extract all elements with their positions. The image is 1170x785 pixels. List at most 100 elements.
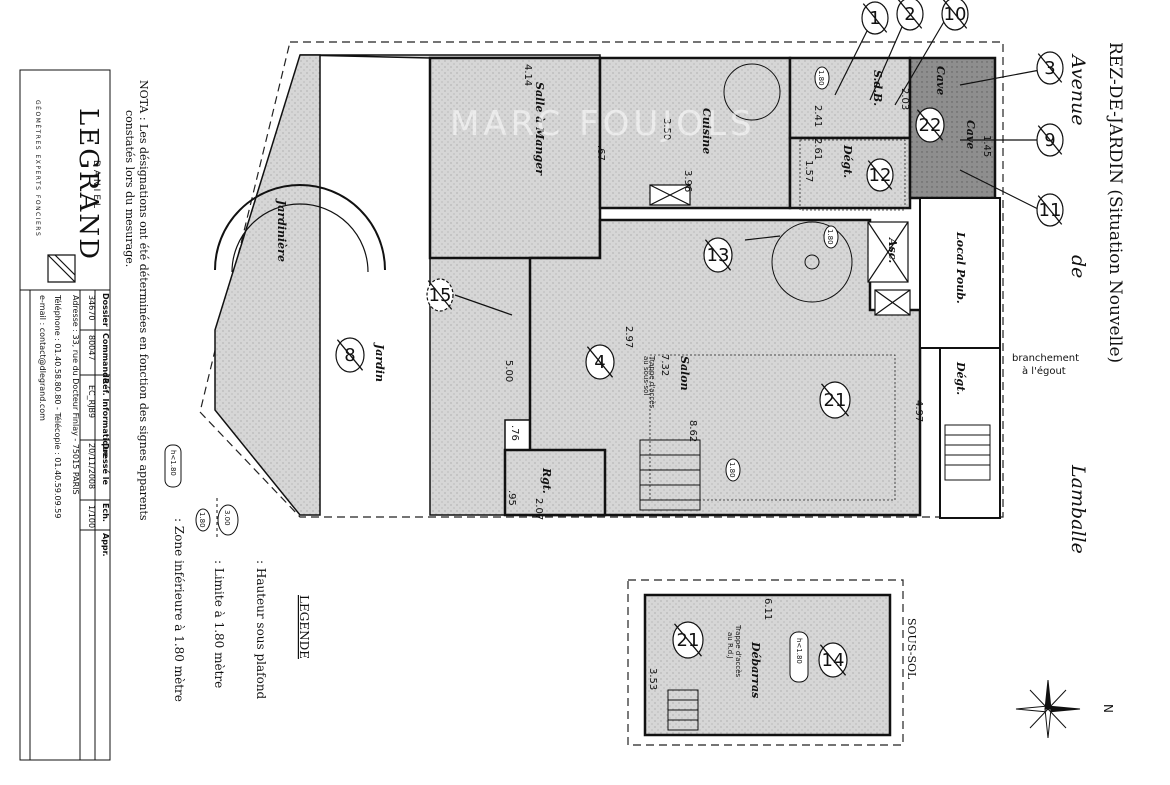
legend-symbol-zone: h<1.80 <box>169 450 177 476</box>
tag-1-80-sdb: 1.80 <box>817 70 825 86</box>
branchement-label-2: à l'égout <box>1022 365 1066 377</box>
room-label-degt-2: Dégt. <box>954 361 967 395</box>
zone-mark-sous-sol: h<1.80 <box>795 638 803 664</box>
marker-strike <box>1037 53 1063 83</box>
spiral-stair-1-core <box>804 254 820 270</box>
tb-phone: Téléphone : 01.40.58.80.80 - Télécopie :… <box>53 294 63 518</box>
trappe-note-1b: au sous-sol <box>642 356 650 395</box>
room-label-jardin: Jardin <box>373 342 386 382</box>
spiral-stair-2 <box>723 63 781 121</box>
trappe-note-2b: au R.d.J <box>726 632 734 659</box>
tag-1-80-stair: 1.80 <box>826 229 834 245</box>
dim-76: .76 <box>509 425 520 441</box>
dim-8-62: 8.62 <box>687 420 698 442</box>
street-name-3: Lamballe <box>1067 464 1089 554</box>
dim-2-07: 2.07 <box>533 498 544 520</box>
dim-6-11: 6.11 <box>762 598 773 620</box>
limit-line-degt <box>799 139 906 211</box>
room-labels: Cave Cave S.d.B. Cuisine Dégt. Salle à M… <box>275 66 977 698</box>
title-block: DANIEL LEGRAND GÉOMÈTRES EXPERTS FONCIER… <box>19 69 111 761</box>
room-label-salon: Salon <box>678 356 691 391</box>
dim-4-14: 4.14 <box>522 64 533 86</box>
tb-value-commande: 80047 <box>87 335 96 360</box>
rgt-room <box>503 448 607 517</box>
marker-strike <box>916 109 944 141</box>
dim-2-97: 2.97 <box>623 326 634 348</box>
room-label-rgt: Rgt. <box>540 467 553 494</box>
stair-block-2 <box>944 424 991 481</box>
marker-strike <box>674 623 702 657</box>
marker-strike <box>586 346 614 378</box>
room-label-local-poub: Local Poub. <box>954 231 967 304</box>
tag-1-80-salon: 1.80 <box>728 462 736 478</box>
sdb-room <box>788 56 912 140</box>
tb-value-date: 20/11/2008 <box>87 443 96 489</box>
branchement-label-1: branchement <box>1012 353 1079 364</box>
limit-line-salon <box>649 354 896 501</box>
leader-lines <box>454 19 1041 316</box>
room-label-debarras: Débarras <box>749 641 762 698</box>
note-line-2: constatés lors du mesurage. <box>123 110 136 267</box>
legend-hauteur: : Hauteur sous plafond <box>254 560 268 700</box>
degt-entry-area <box>939 347 1001 519</box>
tb-header-ref: Réf. Informatique <box>101 378 111 458</box>
room-label-jardiniere: Jardinière <box>275 198 288 262</box>
note-line-1: NOTA : Les désignations ont été détermin… <box>137 80 150 521</box>
dim-5-00: 5.00 <box>503 360 514 382</box>
tb-value-ech: 1/100 <box>87 505 96 528</box>
street-name-2: de <box>1067 255 1089 278</box>
north-arrow <box>1015 679 1081 739</box>
legend-symbol-limite: 1.80 <box>198 512 206 528</box>
marker-strike <box>1037 125 1063 155</box>
dim-2-41: 2.41 <box>812 105 823 127</box>
marker-strike <box>867 160 893 190</box>
company-logo: LEGRAND <box>73 108 103 261</box>
company-tagline: GÉOMÈTRES EXPERTS FONCIERS <box>34 100 42 237</box>
marker-strike <box>427 280 453 310</box>
dim-4-97: 4.97 <box>913 400 924 422</box>
tb-header-ech: Ech. <box>101 503 110 522</box>
dim-3-53: 3.53 <box>647 668 658 690</box>
dimensions: 4.14 .67 3.50 3.96 2.41 2.61 1.57 2.03 1… <box>503 64 992 690</box>
trappe-note-1a: Trappe d'accès <box>648 355 656 408</box>
legend-symbol-hauteur: 3.00 <box>223 510 231 526</box>
north-label: N <box>1101 704 1115 713</box>
tb-header-date: Dressé le <box>101 443 111 485</box>
dim-2-61: 2.61 <box>812 138 823 160</box>
marker-strike <box>1037 195 1063 225</box>
sous-sol-boundary <box>627 579 904 746</box>
marker-strike <box>336 339 364 371</box>
marker-strike <box>704 239 732 271</box>
dim-1-57: 1.57 <box>803 160 814 182</box>
dim-3-50: 3.50 <box>661 118 672 140</box>
level-title: REZ-DE-JARDIN (Situation Nouvelle) <box>1105 42 1125 363</box>
legend-title: LEGENDE <box>297 595 311 659</box>
legend-limite: : Limite à 1.80 mètre <box>212 560 226 688</box>
spiral-stair-1 <box>771 221 853 303</box>
marker-strike <box>942 0 968 29</box>
jardin-left <box>214 54 321 516</box>
trappe-note-2a: Trappe d'accès <box>734 624 742 677</box>
dim-7-32: 7.32 <box>659 354 670 376</box>
room-label-sdb: S.d.B. <box>871 70 884 106</box>
courtyard <box>919 197 1001 519</box>
tb-value-dossier: 34670 <box>87 295 96 320</box>
tb-email: e-mail : contact@dlegrand.com <box>38 295 47 421</box>
legend: LEGENDE 3.00 : Hauteur sous plafond 1.80… <box>164 444 311 702</box>
dim-95: .95 <box>506 490 517 506</box>
branchement-box <box>1005 350 1095 380</box>
stairs <box>639 63 991 511</box>
salle-manger-room <box>428 56 602 260</box>
room-label-asc: Asc. <box>886 237 899 263</box>
dim-3-96: 3.96 <box>682 170 693 192</box>
cuisine-room <box>598 56 792 210</box>
dim-67: .67 <box>595 145 606 161</box>
tb-header-appr: Appr. <box>101 533 110 557</box>
height-tags <box>725 66 839 482</box>
street-name-1: Avenue <box>1067 53 1089 126</box>
marker-strike <box>897 0 923 29</box>
watermark-text: MARC FOUJOLS <box>450 104 756 144</box>
marker-strike <box>862 3 888 33</box>
tb-header-dossier: Dossier <box>101 293 110 327</box>
